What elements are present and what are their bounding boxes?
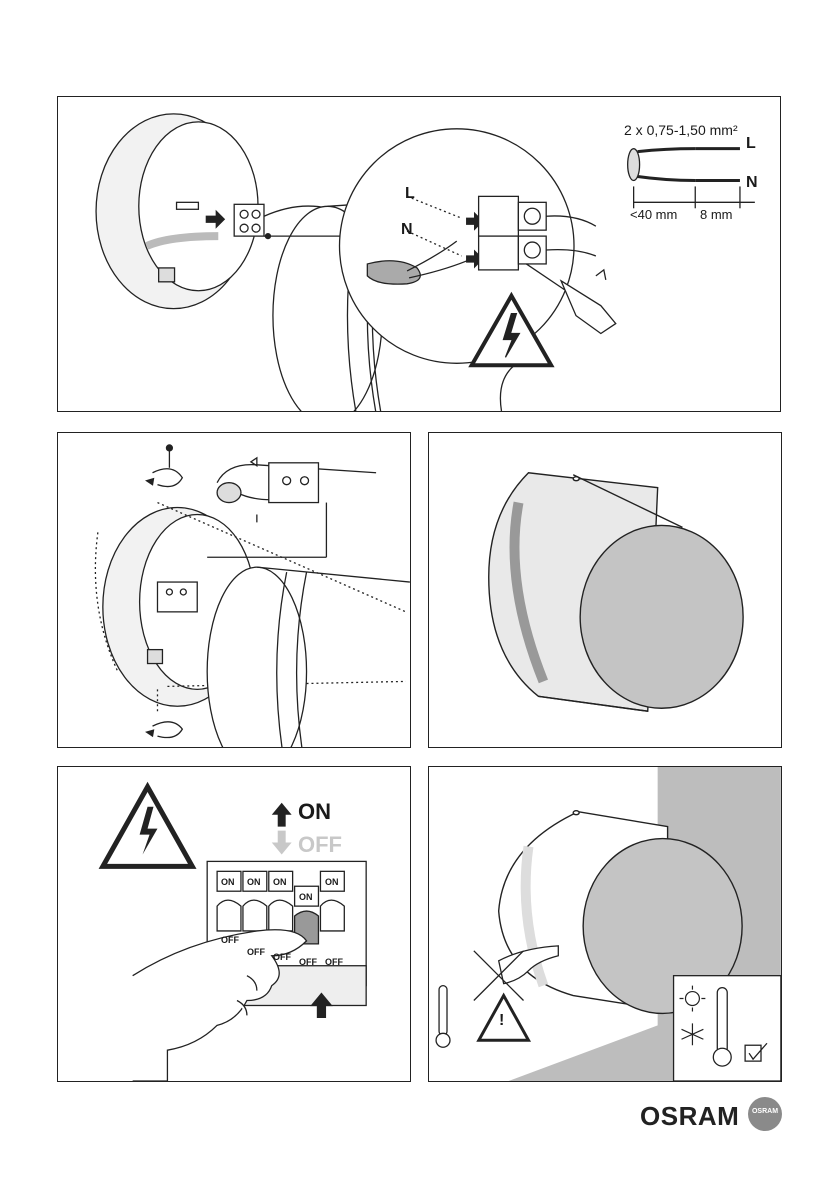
wiring-illustration bbox=[58, 97, 780, 411]
brand-mark-text: OSRAM bbox=[748, 1108, 782, 1115]
rotate-icon bbox=[147, 469, 183, 487]
electric-hazard-icon bbox=[103, 787, 192, 866]
arrow-down-icon bbox=[272, 831, 292, 855]
mounting-illustration bbox=[58, 433, 410, 747]
wire-gauge-label: 2 x 0,75-1,50 mm² bbox=[624, 122, 738, 138]
screw-icon bbox=[166, 445, 172, 468]
live-wire-label: L bbox=[746, 135, 756, 153]
bare-length-label: 8 mm bbox=[700, 207, 733, 222]
usage-warning-panel: ! bbox=[428, 766, 782, 1082]
breaker-on-label-2: ON bbox=[247, 877, 261, 887]
mounting-step-panel bbox=[57, 432, 411, 748]
arrow-up-icon bbox=[272, 803, 292, 827]
breaker-off-label-4: OFF bbox=[299, 957, 317, 967]
neutral-wire-label: N bbox=[746, 174, 758, 192]
wiring-step-panel: 2 x 0,75-1,50 mm² L N <40 mm 8 mm L N bbox=[57, 96, 781, 412]
detail-neutral-label: N bbox=[401, 221, 413, 239]
breaker-on-label-5: ON bbox=[325, 877, 339, 887]
warning-illustration bbox=[429, 767, 781, 1081]
brand-logo: OSRAM OSRAM bbox=[640, 1097, 784, 1137]
switch-off-label: OFF bbox=[298, 832, 342, 858]
strip-length-label: <40 mm bbox=[630, 207, 677, 222]
detail-live-label: L bbox=[405, 185, 415, 203]
breaker-on-label-1: ON bbox=[221, 877, 235, 887]
thermometer-icon bbox=[436, 986, 450, 1048]
installed-fixture-panel bbox=[428, 432, 782, 748]
breaker-off-label-5: OFF bbox=[325, 957, 343, 967]
breaker-off-label-2: OFF bbox=[247, 947, 265, 957]
breaker-off-label-3: OFF bbox=[273, 952, 291, 962]
switch-on-label: ON bbox=[298, 799, 331, 825]
breaker-on-label-4: ON bbox=[299, 892, 313, 902]
brand-bulb-mark: OSRAM bbox=[748, 1097, 782, 1131]
breaker-off-label-1: OFF bbox=[221, 935, 239, 945]
power-on-panel: ON OFF ON ON ON ON ON OFF OFF OFF OFF OF… bbox=[57, 766, 411, 1082]
breaker-on-label-3: ON bbox=[273, 877, 287, 887]
brand-name: OSRAM bbox=[640, 1101, 739, 1132]
breaker-illustration bbox=[58, 767, 410, 1081]
warning-mark: ! bbox=[499, 1012, 504, 1030]
fixture-illustration bbox=[429, 433, 781, 747]
